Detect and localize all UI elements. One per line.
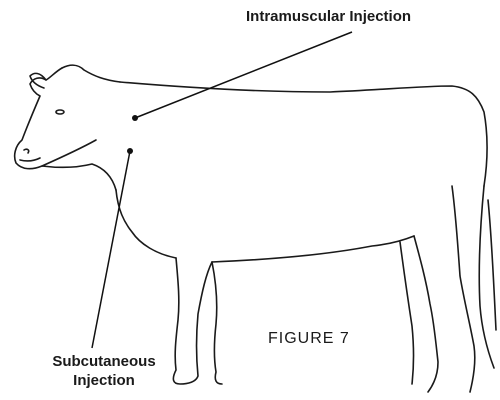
cow-poll [62, 65, 120, 82]
cow-belly [212, 236, 414, 262]
cow-jaw [42, 140, 96, 166]
cow-nostril [24, 149, 29, 153]
subcutaneous-leader-line [92, 151, 130, 348]
cow-head [15, 68, 116, 190]
subcutaneous-injection-label: Subcutaneous Injection [20, 352, 188, 390]
intramuscular-injection-site [132, 115, 138, 121]
cow-ear [30, 73, 46, 88]
cow-outline [15, 65, 496, 392]
cow-dewlap [116, 190, 176, 258]
intramuscular-injection-label: Intramuscular Injection [246, 8, 411, 25]
cow-hind-leg-far [452, 186, 475, 392]
figure-caption: FIGURE 7 [268, 330, 350, 348]
subcutaneous-injection-site [127, 148, 133, 154]
intramuscular-leader-line [135, 32, 352, 118]
cow-tail [479, 186, 494, 368]
cow-eye [56, 110, 64, 114]
cow-mouth [20, 158, 40, 161]
cow-topline [120, 82, 487, 186]
cow-front-leg-far [212, 262, 222, 384]
subcutaneous-label-line1: Subcutaneous [20, 352, 188, 371]
cow-hind-leg-front [400, 242, 414, 384]
subcutaneous-label-line2: Injection [20, 371, 188, 390]
cow-tail-inner [488, 200, 496, 330]
cow-hind-leg [414, 236, 438, 392]
